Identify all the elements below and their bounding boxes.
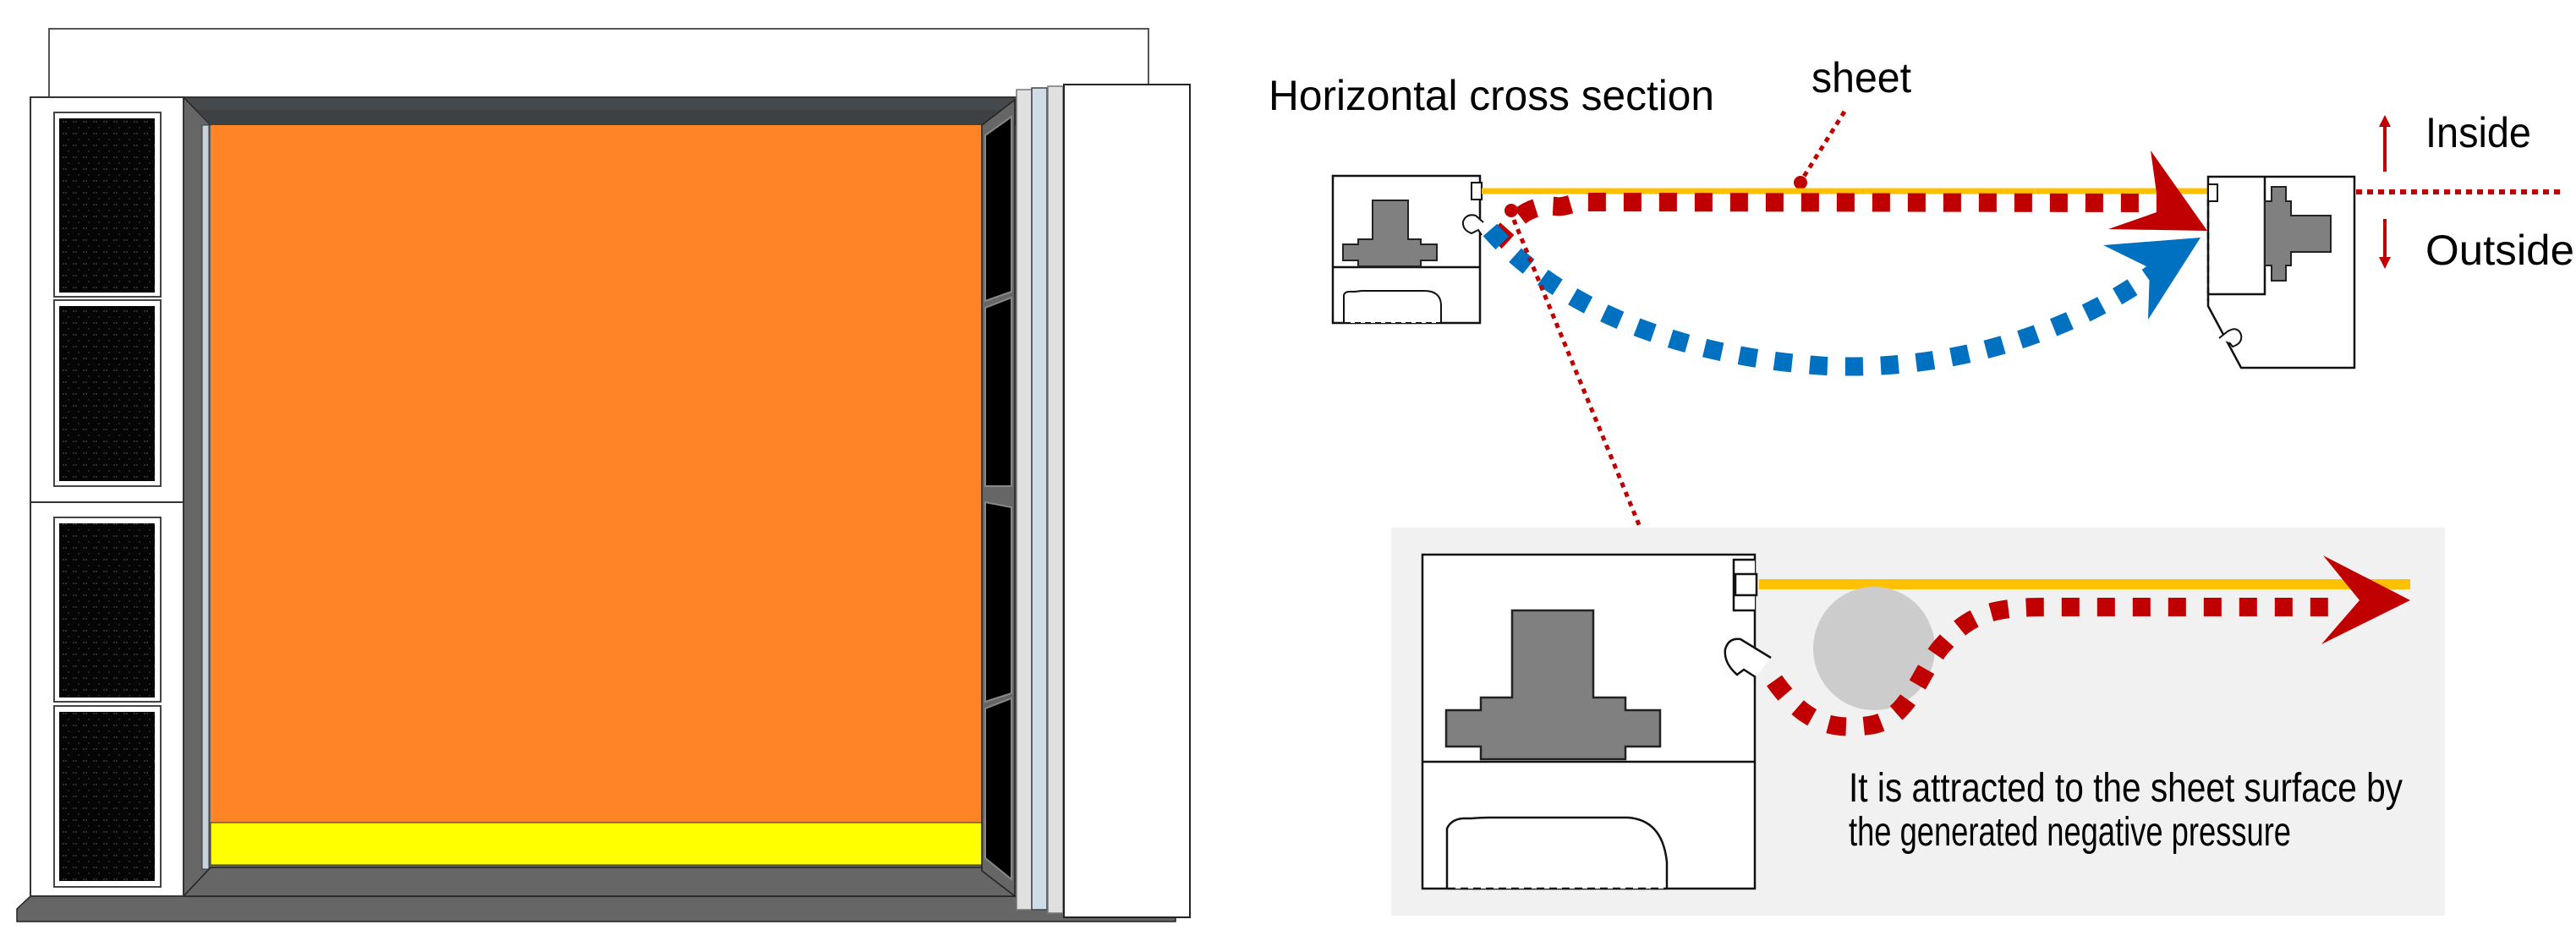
frame-lintel-inner [196,110,1019,125]
caption-line-1: It is attracted to the sheet surface by [1849,766,2403,811]
inset-profile-arch [1445,816,1669,889]
sheet-pointer-dot [1794,176,1807,189]
right-panel-4 [984,697,1012,882]
floor-perspective [182,867,1017,897]
negative-pressure-bubble [1813,587,1935,710]
inset-profile-core [1444,609,1662,761]
left-rail [201,124,210,870]
outside-arrow-icon [2379,219,2391,269]
right-panel-2 [984,296,1012,487]
red-arrowhead [2108,150,2207,231]
perforation-texture [59,523,155,698]
left-profile-arch [1343,290,1442,323]
inset-pointer-dot [1504,204,1518,217]
guide-glass [1031,87,1048,911]
guide-strip-inner [1047,85,1064,914]
bottom-bar [210,822,983,866]
door-front-view [16,28,1191,922]
blue-airflow-path [1483,223,2162,376]
right-nozzle [2218,328,2243,348]
right-profile-core [2264,186,2332,282]
perforation-texture [59,712,155,881]
right-panel-1 [984,115,1012,303]
right-guide-profile [2206,175,2356,369]
inset-nozzle [1724,637,1772,679]
caption-line-2: the generated negative pressure [1849,810,2291,855]
inset-sheet-clamp [1734,572,1758,597]
sheet-pointer-line [1800,110,1847,181]
perforation-texture [59,118,155,293]
inset-pointer-line [1511,219,1642,528]
header-box [48,28,1149,106]
detail-inset: It is attracted to the sheet surface by … [1391,528,2445,916]
inside-label: Inside [2425,109,2531,156]
right-column [1063,84,1191,918]
left-profile-core [1342,200,1438,267]
floor-base [16,895,1176,922]
cross-section-view: Horizontal cross section sheet [1269,54,2574,916]
sheet-label: sheet [1811,54,1911,101]
left-sheet-clamp [1471,182,1483,200]
left-guide-profile [1331,174,1484,325]
blue-arrowhead [2103,238,2201,320]
guide-strip-outer [1016,89,1033,911]
inset-red-arrowhead [2321,555,2410,644]
left-nozzle [1461,214,1484,236]
right-panel-3 [984,501,1012,703]
right-sheet-clamp [2207,183,2218,202]
inside-arrow-icon [2379,115,2391,172]
red-airflow-path [1488,192,2166,249]
perforation-texture [59,306,155,481]
outside-label: Outside [2425,227,2574,274]
orange-sheet [211,125,982,823]
inset-red-airflow-path [1767,598,2343,736]
cross-section-title: Horizontal cross section [1269,72,1714,119]
